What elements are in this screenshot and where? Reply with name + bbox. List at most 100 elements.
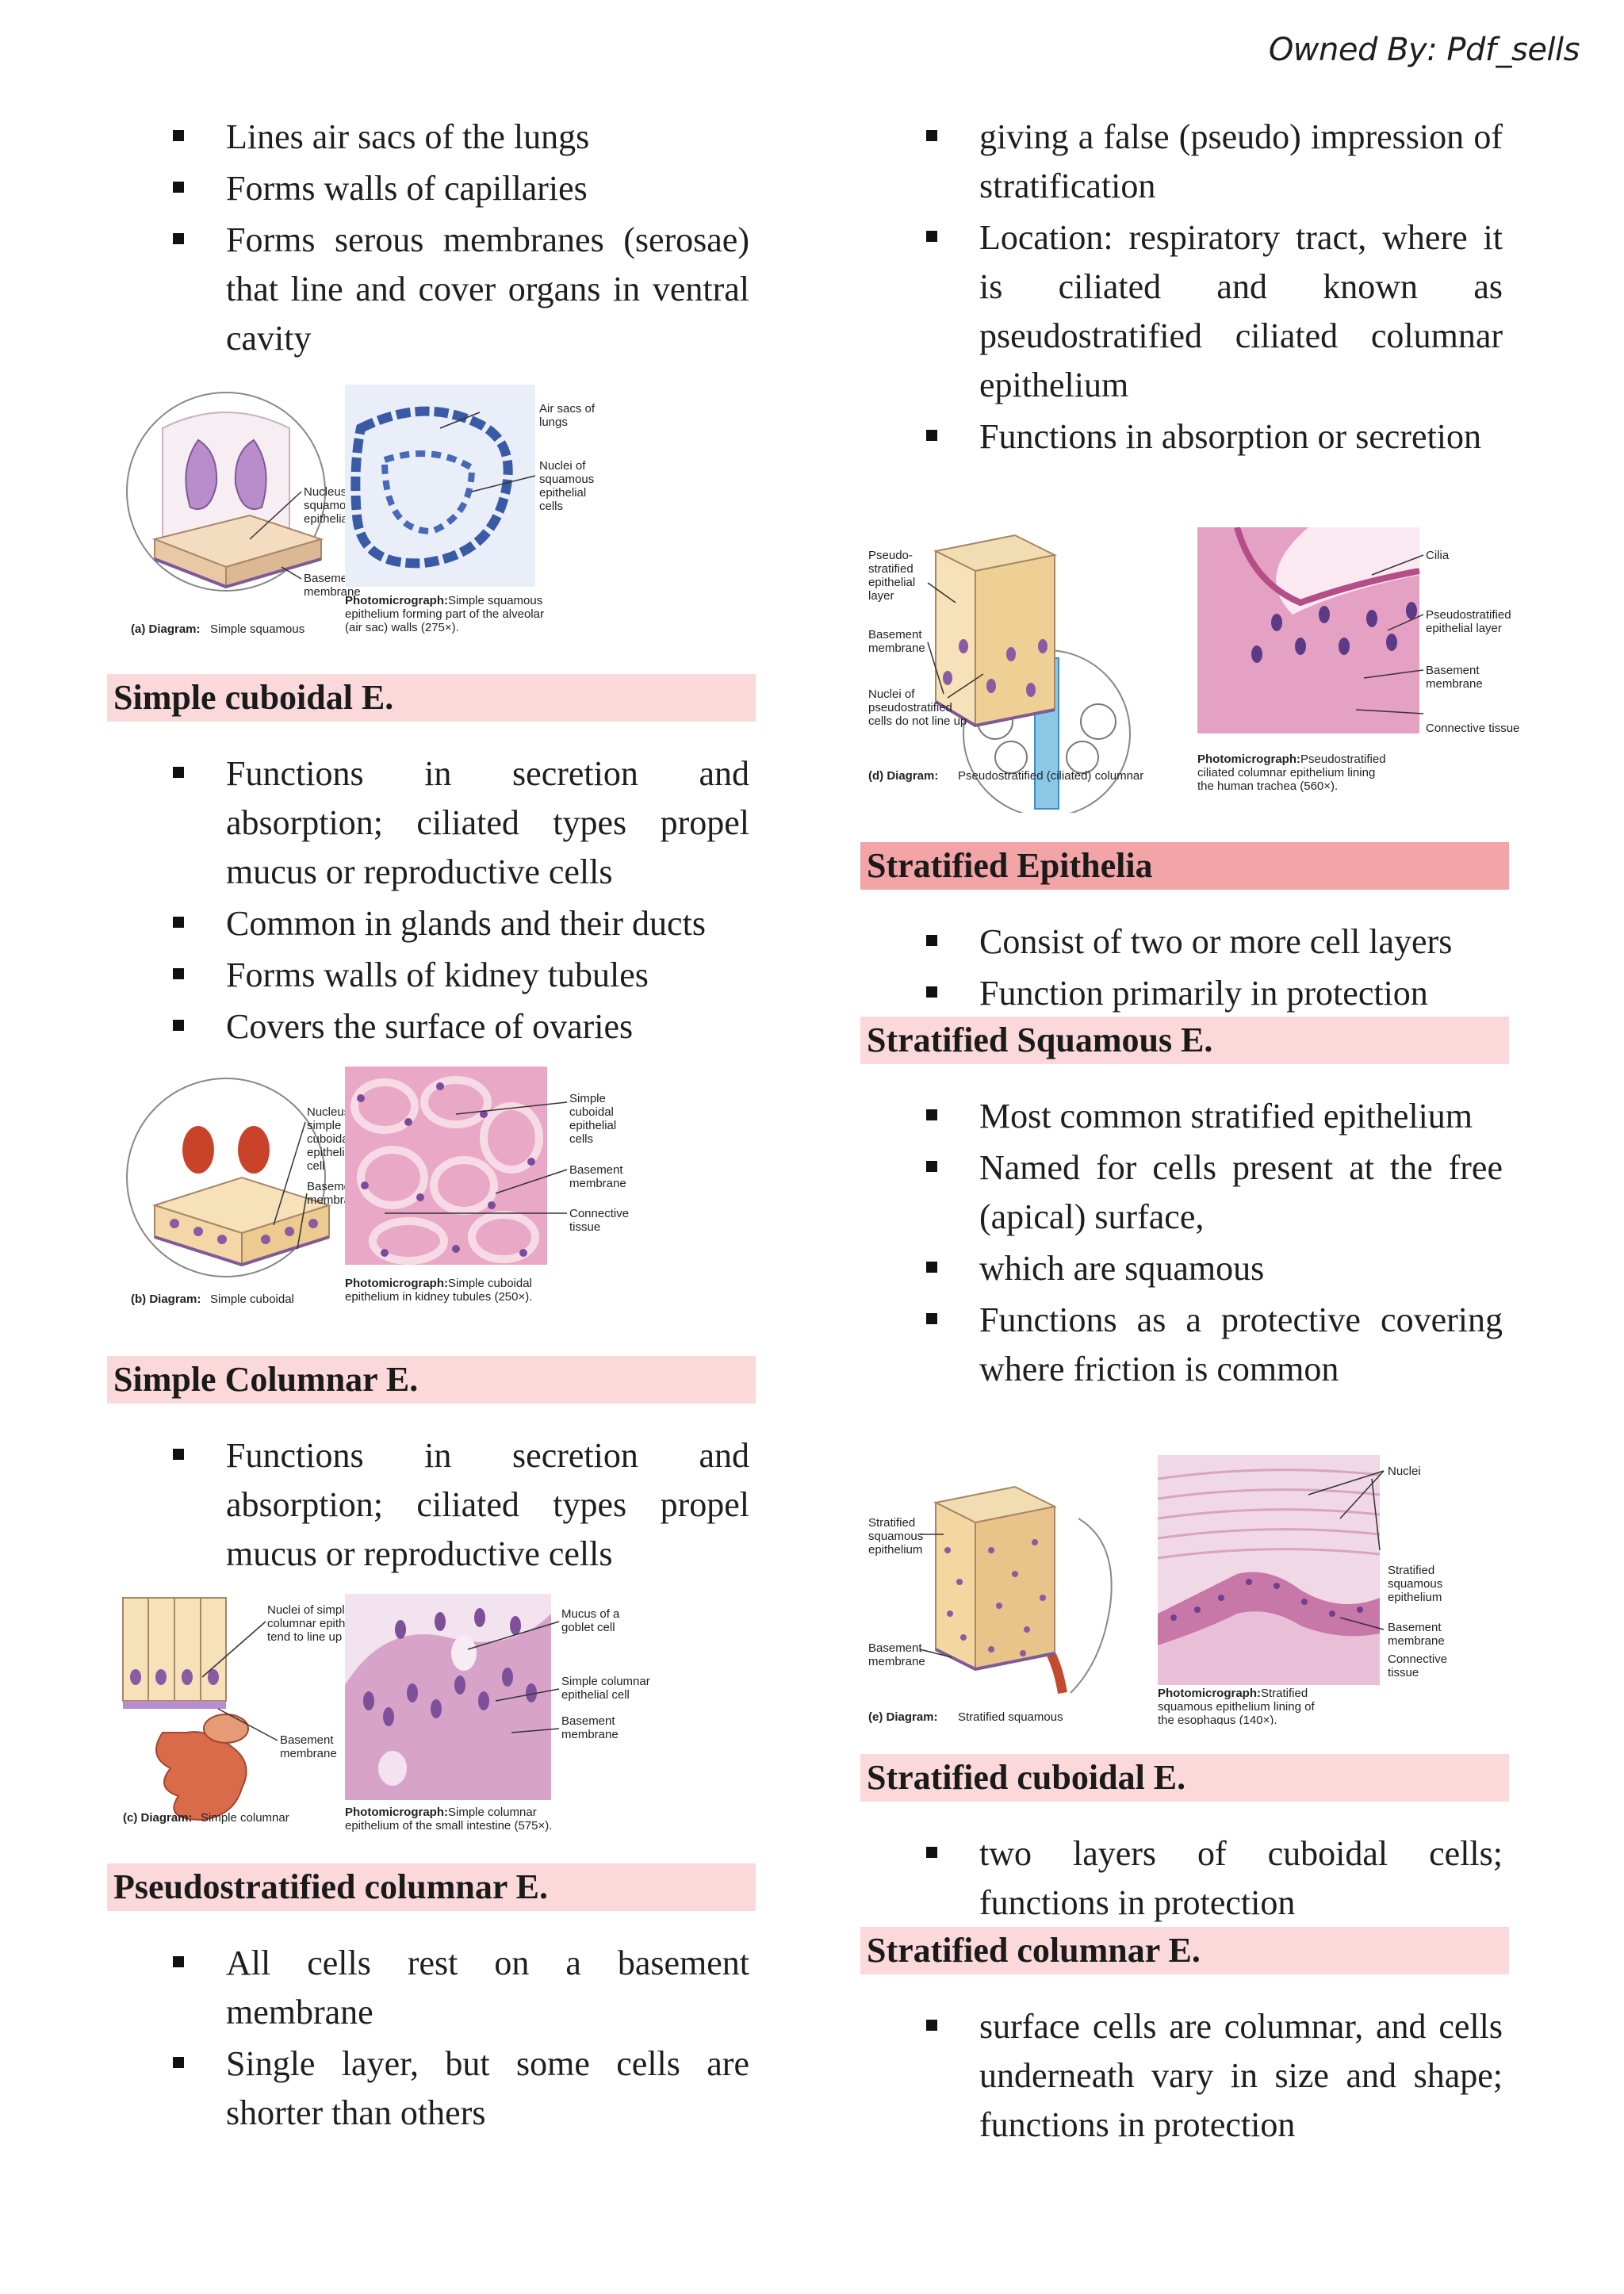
section-heading: Simple cuboidal E. xyxy=(107,674,756,722)
photo-caption: Simple squamous xyxy=(448,594,542,607)
bullet-icon xyxy=(926,1161,937,1172)
label-text: Basement xyxy=(304,572,358,585)
list-item: Functions in secretion and absorption; c… xyxy=(107,1431,757,1579)
bullet-icon xyxy=(926,986,937,998)
label-text: Stratified xyxy=(1388,1564,1434,1577)
section-heading: Stratified Squamous E. xyxy=(860,1017,1509,1064)
label-text: epithelial xyxy=(539,486,586,500)
bullet-icon xyxy=(173,1956,184,1967)
label-text: cells xyxy=(539,500,563,513)
bullet-icon xyxy=(926,430,937,441)
list-item: Common in glands and their ducts xyxy=(107,899,757,948)
bullet-icon xyxy=(173,917,184,928)
list-item: Most common stratified epithelium xyxy=(860,1092,1511,1141)
label-text: Air sacs of xyxy=(539,402,596,416)
label-text: membrane xyxy=(569,1177,626,1190)
figure-pseudostratified: Pseudo- stratified epithelial layer Base… xyxy=(864,527,1562,813)
label-text: membrane xyxy=(304,585,361,599)
label-text: tend to line up xyxy=(267,1630,342,1644)
label-text: tissue xyxy=(569,1220,600,1234)
columnar-list: Functions in secretion and absorption; c… xyxy=(107,1431,757,1581)
label-text: membrane xyxy=(1426,677,1483,691)
list-item: Functions as a protective covering where… xyxy=(860,1296,1511,1394)
photo-caption: Photomicrograph: xyxy=(1158,1687,1261,1700)
bullet-icon xyxy=(926,2020,937,2031)
figure-simple-cuboidal: Nucleus of simple cuboidal epithelial ce… xyxy=(123,1067,757,1328)
diagram-caption: (b) Diagram: xyxy=(131,1293,201,1306)
list-item: Functions in secretion and absorption; c… xyxy=(107,749,757,897)
bullet-icon xyxy=(926,1313,937,1324)
photo-caption: Pseudostratified xyxy=(1300,753,1386,766)
bullet-icon xyxy=(173,767,184,778)
list-item: Lines air sacs of the lungs xyxy=(107,113,757,162)
label-text: layer xyxy=(868,589,894,603)
photo-caption: Stratified xyxy=(1261,1687,1308,1700)
label-text: Simple xyxy=(569,1092,606,1105)
label-text: Basement xyxy=(868,1641,922,1655)
section-heading: Stratified Epithelia xyxy=(860,842,1509,890)
label-text: stratified xyxy=(868,562,914,576)
simple-squamous-figure: Nucleus of squamous epithelial cell Base… xyxy=(126,385,596,636)
photo-caption: the esophagus (140×). xyxy=(1158,1714,1277,1725)
list-item: which are squamous xyxy=(860,1244,1511,1293)
photo-caption: Photomicrograph: xyxy=(345,1277,448,1290)
label-text: epithelium xyxy=(868,1543,922,1557)
list-item: Consist of two or more cell layers xyxy=(860,917,1511,967)
label-text: epithelium xyxy=(1388,1591,1442,1604)
section-heading: Pseudostratified columnar E. xyxy=(107,1863,756,1911)
bullet-icon xyxy=(926,1847,937,1858)
label-text: Basement xyxy=(868,628,922,641)
stratified-list: Consist of two or more cell layers Funct… xyxy=(860,917,1511,1021)
label-text: cuboidal xyxy=(307,1132,351,1146)
list-item: Location: respiratory tract, where it is… xyxy=(860,213,1511,410)
diagram-caption: (c) Diagram: xyxy=(123,1811,193,1825)
label-text: squamous xyxy=(1388,1577,1442,1591)
label-text: membrane xyxy=(868,641,925,655)
photo-caption: Photomicrograph: xyxy=(345,594,448,607)
photo-caption: ciliated columnar epithelium lining xyxy=(1197,766,1375,779)
label-text: simple xyxy=(307,1119,341,1132)
label-text: membrane xyxy=(868,1655,925,1668)
label-text: Pseudo- xyxy=(868,549,913,562)
photo-caption: Photomicrograph: xyxy=(1197,753,1300,766)
photo-caption: epithelium forming part of the alveolar xyxy=(345,607,544,621)
label-text: Nuclei xyxy=(1388,1465,1421,1478)
figure-simple-squamous: Nucleus of squamous epithelial cell Base… xyxy=(123,381,757,642)
list-item: Single layer, but some cells are shorter… xyxy=(107,2039,757,2138)
label-text: goblet cell xyxy=(561,1621,615,1634)
label-text: epithelial xyxy=(868,576,915,589)
list-item: Functions in absorption or secretion xyxy=(860,412,1511,461)
list-item: giving a false (pseudo) impression of st… xyxy=(860,113,1511,211)
diagram-caption: (a) Diagram: xyxy=(131,622,201,636)
squamous-list: Lines air sacs of the lungs Forms walls … xyxy=(107,113,757,366)
label-text: Nuclei of xyxy=(539,459,586,473)
bullet-icon xyxy=(926,231,937,242)
photo-caption: Photomicrograph: xyxy=(345,1806,448,1819)
cuboidal-list: Functions in secretion and absorption; c… xyxy=(107,749,757,1054)
bullet-icon xyxy=(926,1109,937,1120)
label-text: Nuclei of xyxy=(868,687,915,701)
bullet-icon xyxy=(926,935,937,946)
pseudostratified-list: All cells rest on a basement membrane Si… xyxy=(107,1939,757,2140)
label-text: tissue xyxy=(1388,1666,1419,1679)
list-item: Function primarily in protection xyxy=(860,969,1511,1018)
label-text: Basement xyxy=(280,1733,334,1747)
owner-watermark: Owned By: Pdf_sells xyxy=(1268,32,1580,68)
photo-caption: Simple columnar xyxy=(448,1806,537,1819)
bullet-icon xyxy=(173,1020,184,1031)
label-text: epithelial layer xyxy=(1426,622,1502,635)
label-text: cells xyxy=(569,1132,593,1146)
list-item: Forms walls of kidney tubules xyxy=(107,951,757,1000)
photo-caption: epithelium of the small intestine (575×)… xyxy=(345,1819,552,1833)
diagram-caption: Simple squamous xyxy=(210,622,304,636)
simple-columnar-figure: Nuclei of simple columnar epithelial cel… xyxy=(122,1594,650,1833)
pseudostratified-list-continued: giving a false (pseudo) impression of st… xyxy=(860,113,1511,464)
diagram-caption: (e) Diagram: xyxy=(868,1710,938,1724)
section-heading: Simple Columnar E. xyxy=(107,1356,756,1404)
label-text: squamous xyxy=(539,473,594,486)
photo-caption: the human trachea (560×). xyxy=(1197,779,1338,793)
stratified-columnar-list: surface cells are columnar, and cells un… xyxy=(860,2002,1511,2152)
photo-caption: epithelium in kidney tubules (250×). xyxy=(345,1290,532,1304)
label-text: Connective xyxy=(1388,1653,1447,1666)
bullet-icon xyxy=(926,1262,937,1273)
